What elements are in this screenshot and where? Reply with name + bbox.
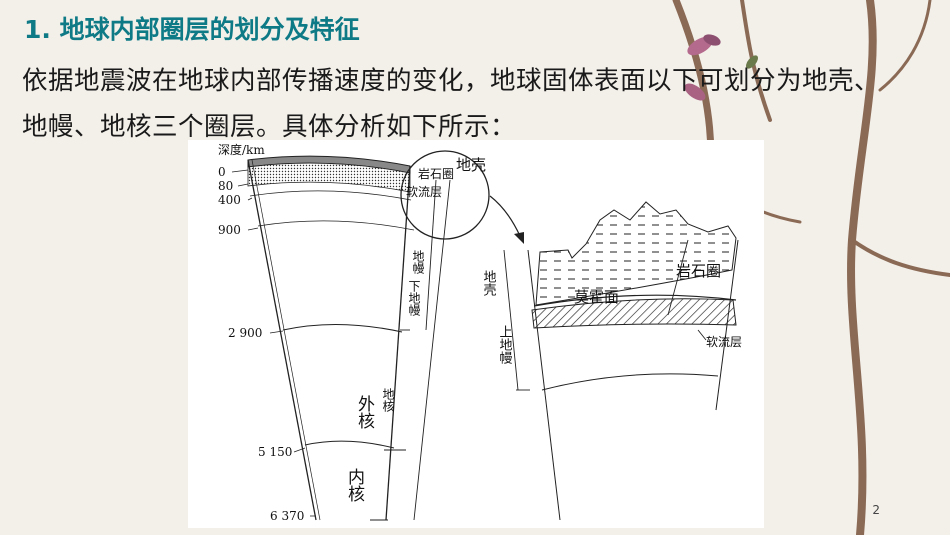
- lower-mantle-vertical-label: 下地幔: [407, 280, 421, 317]
- mantle-vertical-label: 地幔: [411, 250, 425, 275]
- outer-core-label: 外核: [354, 395, 375, 429]
- depth-tick-5150: 5 150: [258, 445, 292, 459]
- detail-enlargement: [527, 201, 739, 521]
- core-vertical-label: 地核: [381, 388, 395, 412]
- depth-tick-6370: 6 370: [270, 509, 304, 523]
- page-number: 2: [872, 503, 880, 517]
- moho-label: 莫霍面: [574, 288, 619, 306]
- earth-layers-diagram: 深度/km 0 80 400 900 2 900 5 150 6 370 地壳 …: [218, 142, 742, 523]
- depth-tick-80: 80: [218, 179, 233, 193]
- earth-wedge: [247, 155, 415, 521]
- detail-asthenosphere-label: 软流层: [706, 335, 742, 349]
- intro-line-2: 地幔、地核三个圈层。具体分析如下所示：: [22, 112, 517, 142]
- depth-tick-900: 900: [218, 223, 241, 237]
- intro-paragraph: 依据地震波在地球内部传播速度的变化，地球固体表面以下可划分为地壳、 地幔、地核三…: [22, 58, 942, 150]
- depth-tick-400: 400: [218, 193, 241, 207]
- lithosphere-label: 岩石圈: [418, 166, 454, 181]
- detail-brackets: [503, 239, 707, 391]
- detail-crust-vertical-label: 地壳: [481, 270, 497, 297]
- blossom-icon: [684, 34, 758, 101]
- slide-title: 1. 地球内部圈层的划分及特征: [24, 15, 360, 44]
- asthenosphere-label: 软流层: [406, 185, 442, 199]
- zoom-arrow: [489, 195, 524, 244]
- inner-core-label: 内核: [344, 468, 365, 502]
- depth-axis-title: 深度/km: [218, 142, 265, 157]
- detail-upper-mantle-label: 上地幔: [497, 325, 513, 364]
- intro-line-1: 依据地震波在地球内部传播速度的变化，地球固体表面以下可划分为地壳、: [22, 66, 881, 96]
- earth-layers-figure: 深度/km 0 80 400 900 2 900 5 150 6 370 地壳 …: [188, 140, 764, 528]
- crust-label: 地壳: [456, 156, 486, 174]
- depth-tick-0: 0: [218, 165, 226, 179]
- detail-lithosphere-label: 岩石圈: [676, 262, 721, 280]
- layer-brackets: [370, 179, 451, 521]
- zoom-circle: [400, 150, 490, 240]
- depth-tick-2900: 2 900: [228, 326, 262, 340]
